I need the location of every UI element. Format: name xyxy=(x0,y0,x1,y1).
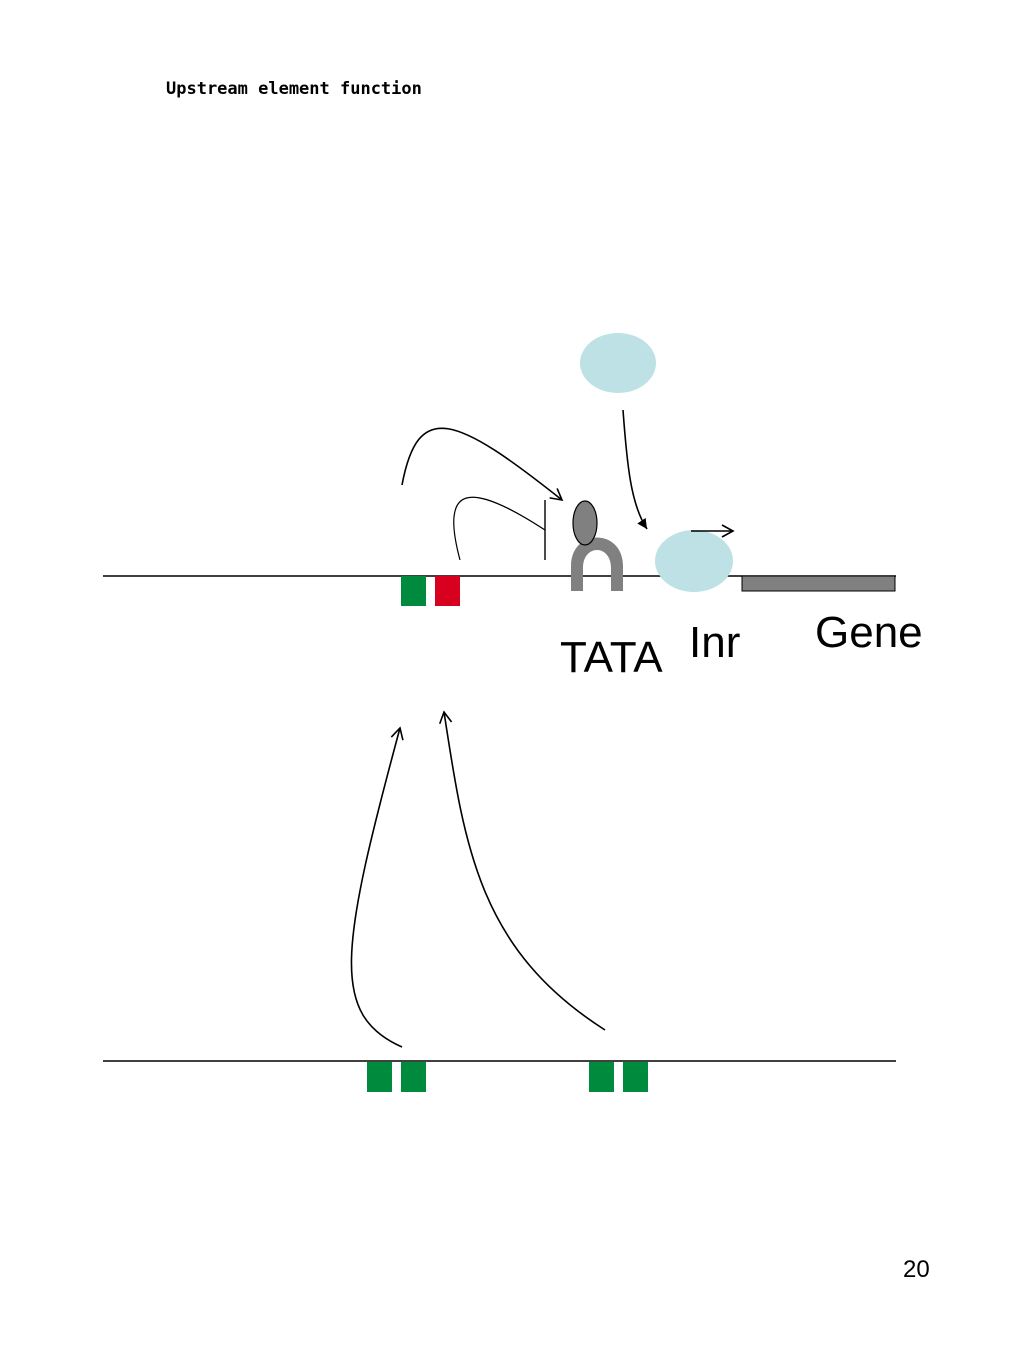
repressor-element-top xyxy=(435,576,460,606)
page-number: 20 xyxy=(903,1256,930,1283)
factor-recruit-arrow xyxy=(622,409,648,530)
activator-element-top xyxy=(401,576,426,606)
factor-inr xyxy=(655,530,733,592)
inr-label: Inr xyxy=(689,618,741,667)
repression-line xyxy=(453,496,546,561)
distal-arrow-right xyxy=(438,710,606,1031)
element-pair-1-a xyxy=(367,1062,392,1092)
element-pair-1-b xyxy=(401,1062,426,1092)
gene-label: Gene xyxy=(815,608,923,657)
slide-title: Upstream element function xyxy=(166,79,422,99)
tbp-protein xyxy=(571,537,623,591)
tbp-head xyxy=(572,500,598,546)
factor-upper xyxy=(580,333,656,393)
gene-bar xyxy=(741,575,896,592)
tata-label: TATA xyxy=(560,633,663,682)
activation-arrow xyxy=(401,427,564,502)
distal-arrow-left xyxy=(350,726,404,1048)
element-pair-2-a xyxy=(589,1062,614,1092)
element-pair-2-b xyxy=(623,1062,648,1092)
